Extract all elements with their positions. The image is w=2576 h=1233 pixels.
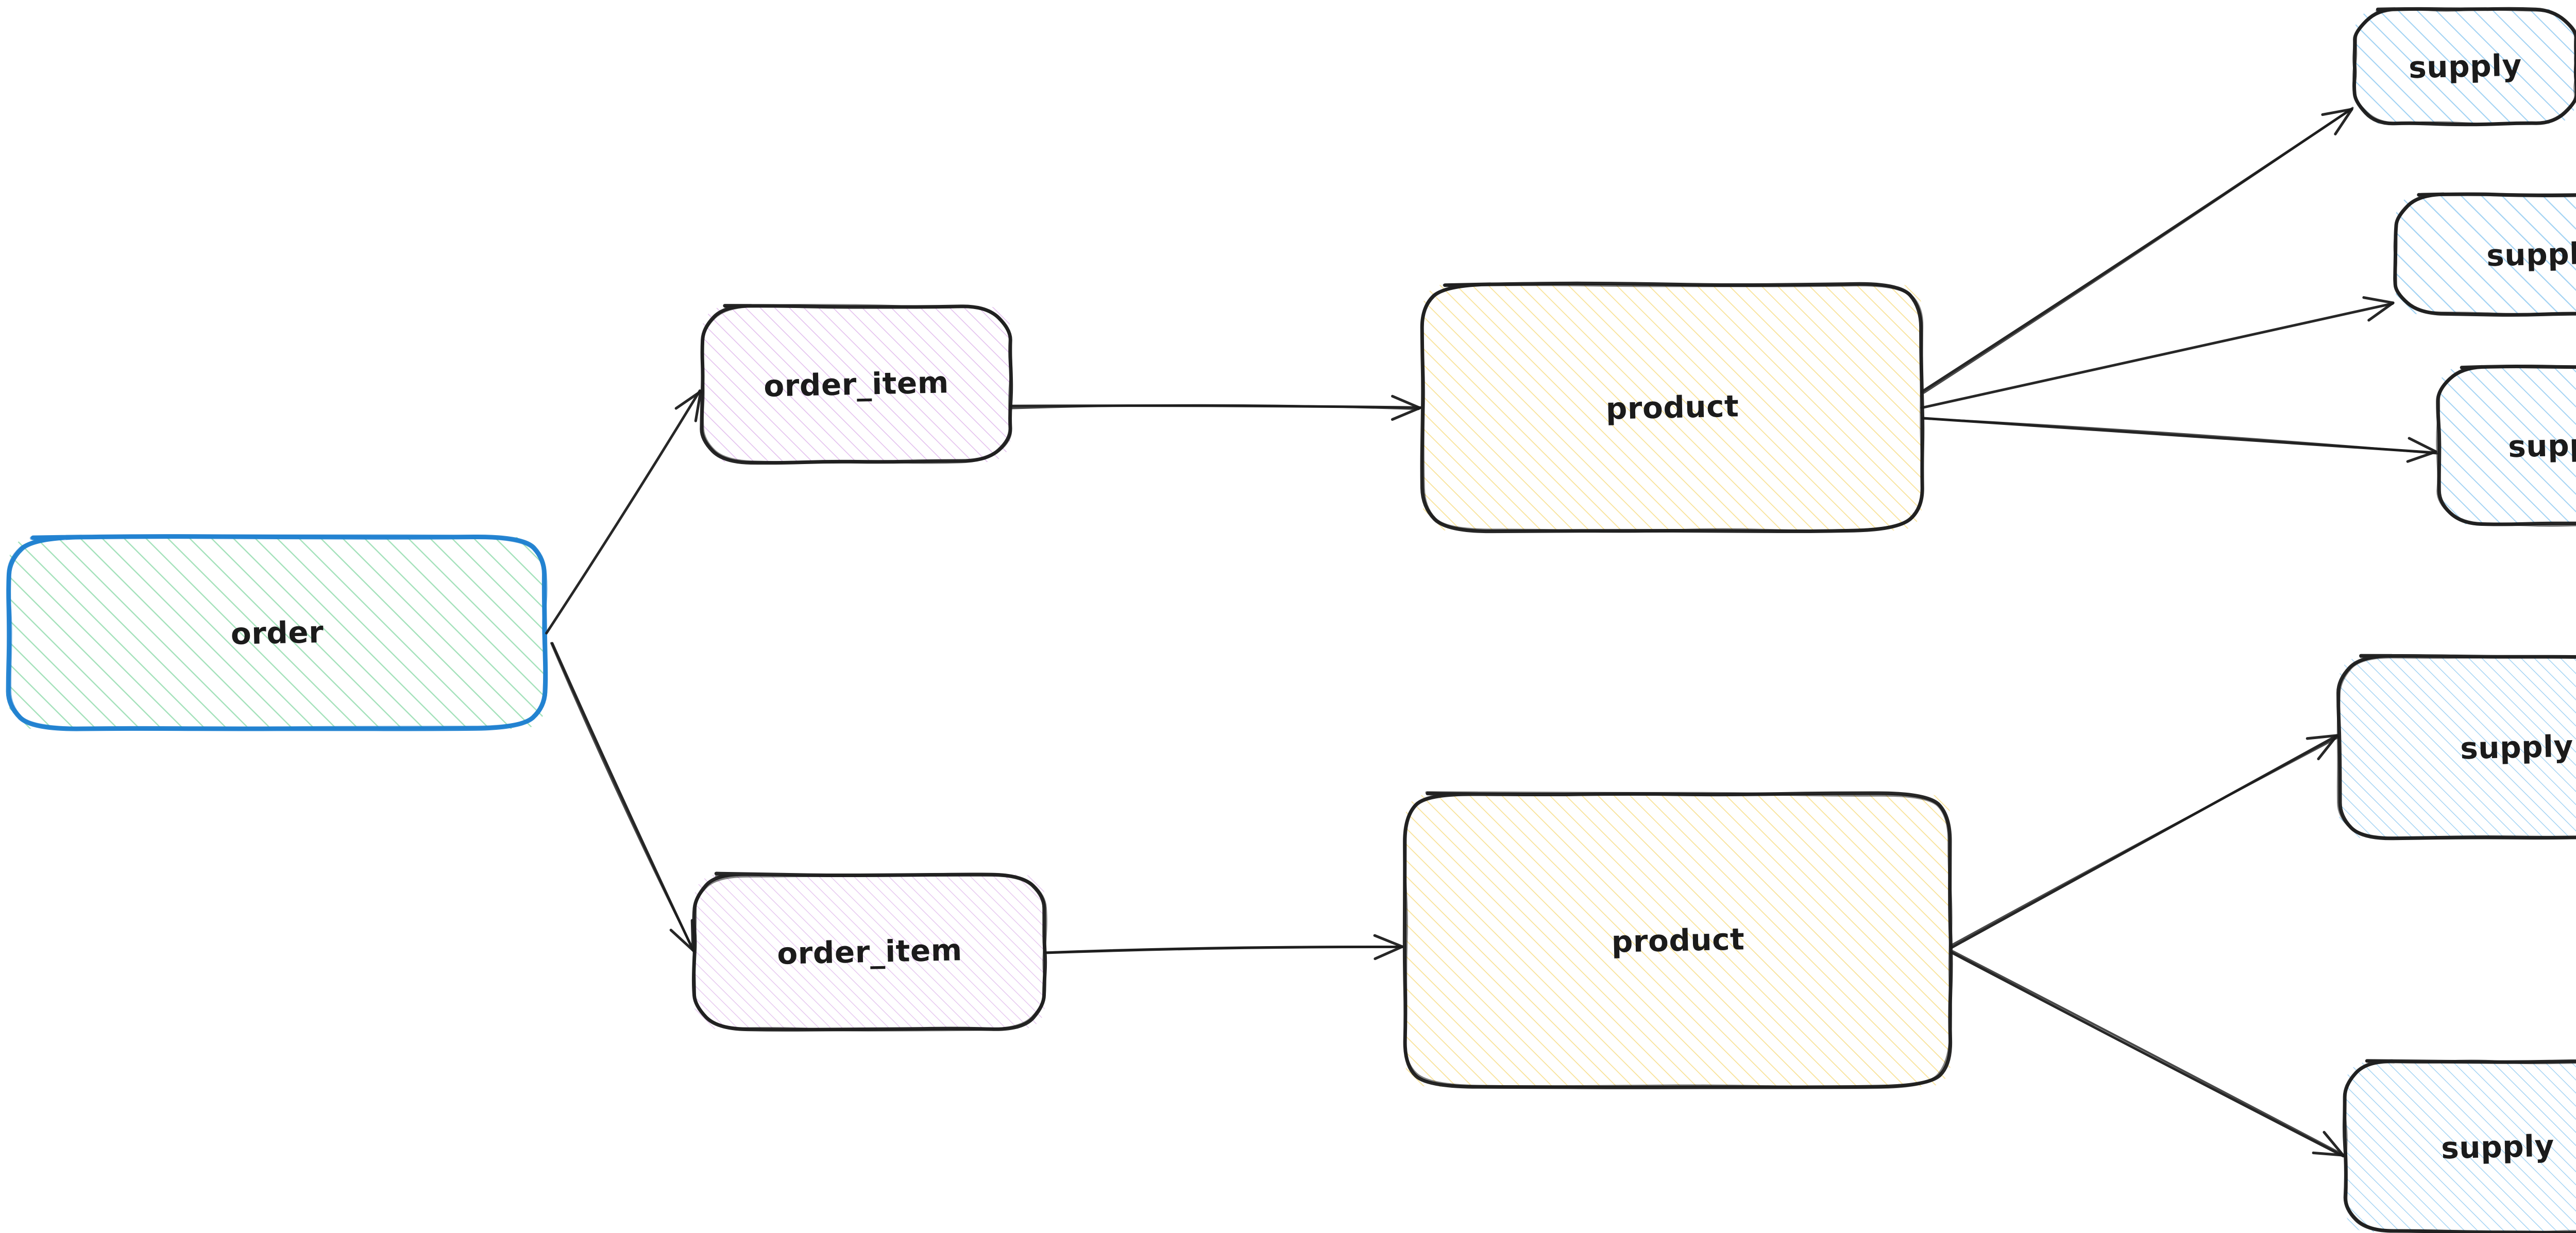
node-supply_5[interactable] — [2345, 1062, 2576, 1232]
node-supply_3[interactable] — [2438, 367, 2576, 524]
node-order[interactable] — [9, 537, 545, 729]
node-supply_2[interactable] — [2396, 195, 2576, 314]
edge-order-to-order_item_2[interactable] — [552, 643, 693, 950]
edge-order_item_2-to-product_2[interactable] — [1046, 947, 1402, 953]
edge-product_1-to-supply_1[interactable] — [1922, 109, 2352, 392]
edge-order_item_1-to-product_1[interactable] — [1011, 407, 1420, 408]
node-supply_4[interactable] — [2339, 657, 2576, 838]
edge-order-to-order_item_1[interactable] — [546, 391, 701, 633]
node-product_1[interactable] — [1423, 284, 1922, 530]
edge-product_1-to-supply_2[interactable] — [1922, 303, 2393, 408]
node-supply_1[interactable] — [2354, 9, 2576, 124]
edge-product_2-to-supply_5[interactable] — [1952, 952, 2343, 1155]
edge-product_1-to-supply_3[interactable] — [1922, 418, 2436, 452]
node-order_item_2[interactable] — [694, 875, 1045, 1029]
node-order_item_1[interactable] — [702, 306, 1010, 462]
node-product_2[interactable] — [1405, 794, 1951, 1087]
edge-product_2-to-supply_4[interactable] — [1952, 735, 2337, 947]
